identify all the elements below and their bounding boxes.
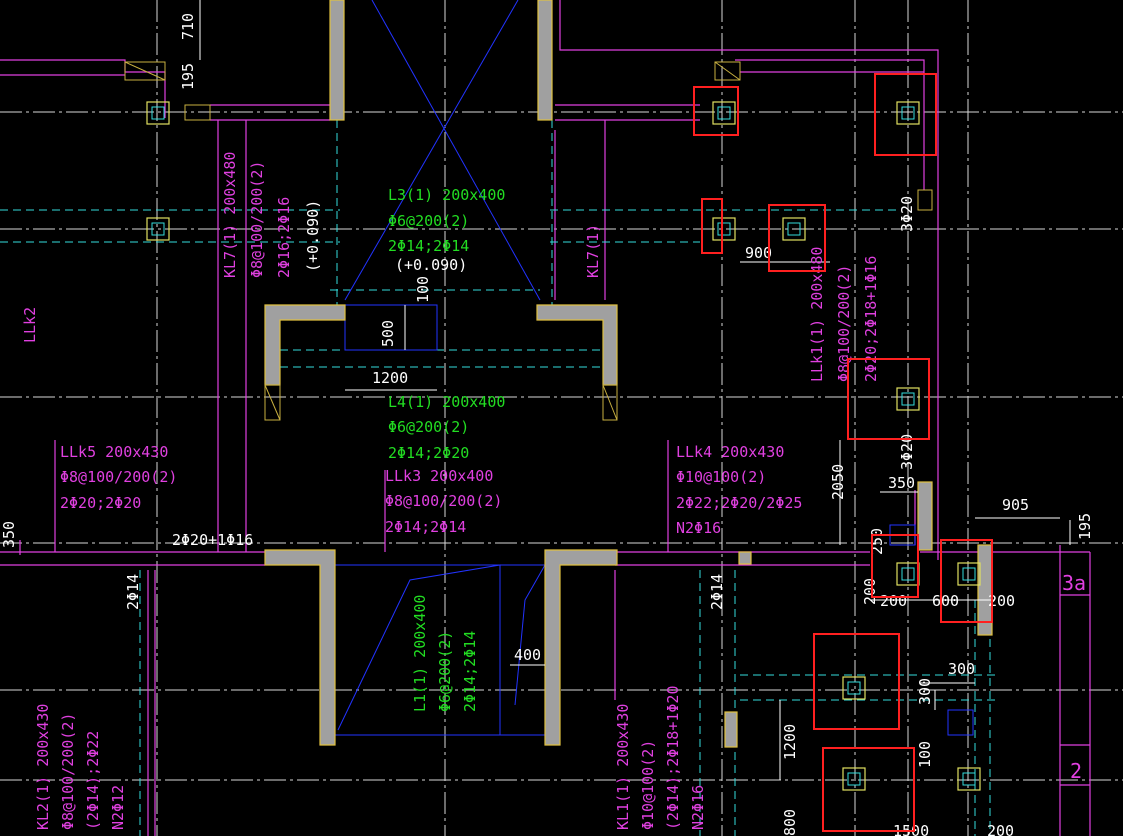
llk4-label-4: N2Φ16	[676, 519, 721, 537]
tag-3a: 3a	[1062, 571, 1086, 595]
annotation-text: 710 195 KL7(1) 200x480 Φ8@100/200(2) 2Φ1…	[0, 13, 1094, 836]
dim-1200-low: 1200	[781, 724, 799, 760]
beam-lines	[0, 0, 1091, 836]
highlight-box[interactable]	[940, 539, 993, 623]
dim-200-c: 200	[988, 592, 1015, 610]
l4-label-1: L4(1) 200x400	[388, 393, 505, 411]
dim-600: 600	[932, 592, 959, 610]
highlight-box[interactable]	[874, 73, 937, 156]
dim-350-left: 350	[0, 521, 18, 548]
highlight-box[interactable]	[871, 534, 919, 598]
dim-3phi20-mid: 3Φ20	[898, 434, 916, 470]
dim-800-bot: 800	[781, 809, 799, 836]
dim-350-right: 350	[888, 474, 915, 492]
l1-label-3: 2Φ14;2Φ14	[461, 631, 479, 712]
dim-250: 250	[868, 528, 886, 555]
dim-900: 900	[745, 244, 772, 262]
l1-label-1: L1(1) 200x400	[411, 595, 429, 712]
kl2-label-3: (2Φ14);2Φ22	[84, 731, 102, 830]
dim-300-h: 300	[948, 660, 975, 678]
dim-400: 400	[514, 646, 541, 664]
hatch-fragments	[124, 61, 933, 421]
l4-label-2: Φ6@200(2)	[388, 418, 469, 436]
l4-label-3: 2Φ14;2Φ20	[388, 444, 469, 462]
highlight-box[interactable]	[768, 204, 826, 272]
highlight-box[interactable]	[701, 198, 723, 254]
llk5-label-3: 2Φ20;2Φ20	[60, 494, 141, 512]
cyan-dashed	[0, 120, 1000, 836]
kl2-label-1: KL2(1) 200x430	[34, 704, 52, 830]
llk1-label-3: 2Φ20;2Φ18+1Φ16	[862, 256, 880, 382]
dim-200-b: 200	[880, 592, 907, 610]
column-markers	[146, 101, 981, 791]
dim-1200-mid: 1200	[372, 369, 408, 387]
concrete-walls	[264, 0, 993, 748]
rebar-2phi14-left: 2Φ14	[124, 574, 142, 610]
l3-label-2: Φ6@200(2)	[388, 212, 469, 230]
llk1-label-1: LLk1(1) 200x480	[808, 247, 826, 382]
dim-3phi20-top: 3Φ20	[898, 196, 916, 232]
llk4-label-1: LLk4 200x430	[676, 443, 784, 461]
highlight-box[interactable]	[847, 358, 930, 440]
highlight-boxes	[693, 73, 993, 832]
blue-lines	[334, 0, 974, 736]
kl7-right-label: KL7(1)	[584, 224, 602, 278]
llk2-label: LLk2	[21, 307, 39, 343]
kl7-label-2: Φ8@100/200(2)	[248, 161, 266, 278]
rebar-2phi14-mid: 2Φ14	[708, 574, 726, 610]
dim-1500: 1500	[893, 822, 929, 836]
highlight-box[interactable]	[693, 86, 739, 136]
llk5-label-1: LLk5 200x430	[60, 443, 168, 461]
kl1-label-3: (2Φ14);2Φ18+1Φ20	[664, 686, 682, 831]
llk3-label-1: LLk3 200x400	[385, 467, 493, 485]
dim-2050: 2050	[829, 464, 847, 500]
dim-195-top: 195	[179, 63, 197, 90]
llk3-label-2: Φ8@100/200(2)	[385, 492, 502, 510]
dim-500: 500	[379, 320, 397, 347]
llk4-label-2: Φ10@100(2)	[676, 468, 766, 486]
kl2-label-2: Φ8@100/200(2)	[59, 713, 77, 830]
kl7-label-4: (+0.090)	[304, 200, 322, 272]
kl7-label-3: 2Φ16;2Φ16	[275, 197, 293, 278]
kl1-label-1: KL1(1) 200x430	[614, 704, 632, 830]
tag-2: 2	[1070, 759, 1082, 783]
dimension-lines	[199, 0, 1071, 780]
l3-label-3: 2Φ14;2Φ14	[388, 237, 469, 255]
highlight-box[interactable]	[822, 747, 915, 832]
kl7-label-1: KL7(1) 200x480	[221, 152, 239, 278]
l3-label-1: L3(1) 200x400	[388, 186, 505, 204]
kl2-label-4: N2Φ12	[109, 785, 127, 830]
dim-100-low: 100	[916, 741, 934, 768]
dim-710: 710	[179, 13, 197, 40]
highlight-box[interactable]	[813, 633, 900, 730]
dim-300-v: 300	[916, 678, 934, 705]
rebar-2phi20: 2Φ20+1Φ16	[172, 531, 253, 549]
dim-200-a: 200	[861, 578, 879, 605]
l1-label-2: Φ6@200(2)	[436, 631, 454, 712]
llk5-label-2: Φ8@100/200(2)	[60, 468, 177, 486]
kl1-label-4: N2Φ16	[689, 785, 707, 830]
dim-200-bot: 200	[987, 822, 1014, 836]
llk1-label-2: Φ8@100/200(2)	[835, 265, 853, 382]
dim-195-right: 195	[1076, 513, 1094, 540]
dim-100: 100	[414, 276, 432, 303]
llk3-label-3: 2Φ14;2Φ14	[385, 518, 466, 536]
dim-905: 905	[1002, 496, 1029, 514]
l3-label-4: (+0.090)	[395, 256, 467, 274]
kl1-label-2: Φ10@100(2)	[639, 740, 657, 830]
llk4-label-3: 2Φ22;2Φ20/2Φ25	[676, 494, 802, 512]
